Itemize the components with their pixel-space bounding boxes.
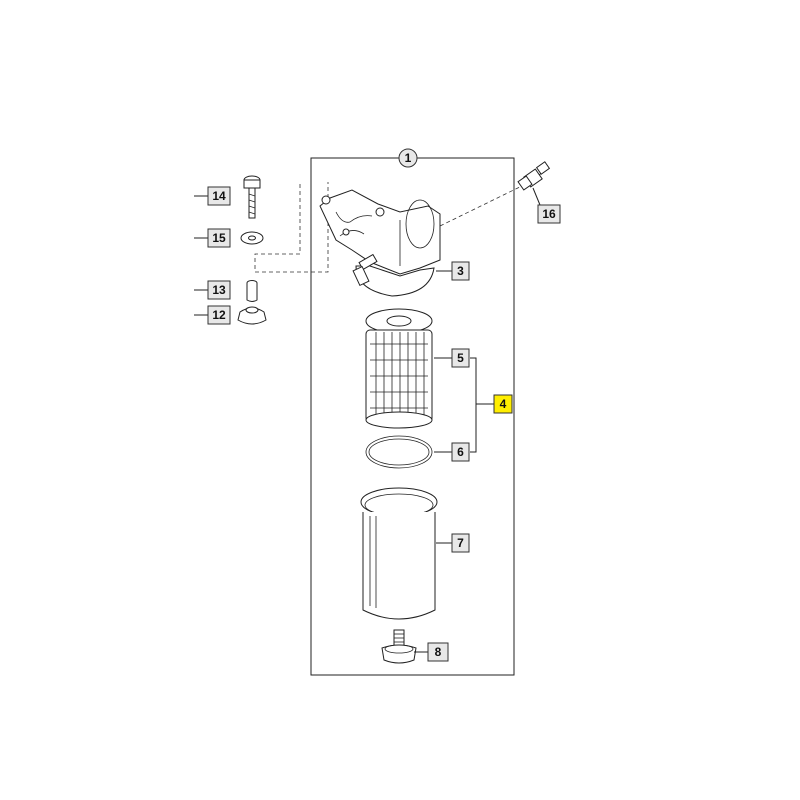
callout-12[interactable]: 12 (207, 305, 231, 325)
callout-14[interactable]: 14 (207, 186, 231, 206)
callout-13[interactable]: 13 (207, 280, 231, 300)
callout-16-label: 16 (542, 207, 556, 221)
callout-5[interactable]: 5 (451, 348, 470, 368)
callout-6-label: 6 (457, 445, 464, 459)
callout-8-label: 8 (435, 645, 442, 659)
o-ring (365, 435, 433, 469)
sleeve (246, 280, 258, 302)
filter-element (365, 308, 433, 429)
drain-plug (381, 629, 417, 664)
callout-4-label: 4 (500, 397, 507, 411)
callout-6[interactable]: 6 (451, 442, 470, 462)
callout-14-label: 14 (212, 189, 226, 203)
sensor-fitting (517, 161, 551, 191)
callout-8[interactable]: 8 (427, 642, 449, 662)
dashed-guide-sensor (439, 181, 531, 227)
callout-12-label: 12 (212, 308, 226, 322)
callout-1-label: 1 (405, 151, 412, 165)
bracket-4 (470, 357, 494, 453)
callout-4[interactable]: 4 (493, 394, 513, 414)
callout-13-label: 13 (212, 283, 226, 297)
filter-bowl (360, 487, 438, 620)
washer (240, 231, 264, 245)
leader-16 (532, 187, 541, 206)
bolt (243, 175, 261, 219)
grommet (237, 306, 267, 325)
callout-16[interactable]: 16 (537, 204, 561, 224)
callout-1[interactable]: 1 (398, 148, 418, 168)
callout-5-label: 5 (457, 351, 464, 365)
callout-15-label: 15 (212, 231, 226, 245)
callout-15[interactable]: 15 (207, 228, 231, 248)
filter-head-housing (319, 189, 441, 297)
callout-7-label: 7 (457, 536, 464, 550)
dashed-guide-head (254, 182, 329, 273)
callout-3-label: 3 (457, 264, 464, 278)
callout-7[interactable]: 7 (451, 533, 470, 553)
callout-3[interactable]: 3 (451, 261, 470, 281)
